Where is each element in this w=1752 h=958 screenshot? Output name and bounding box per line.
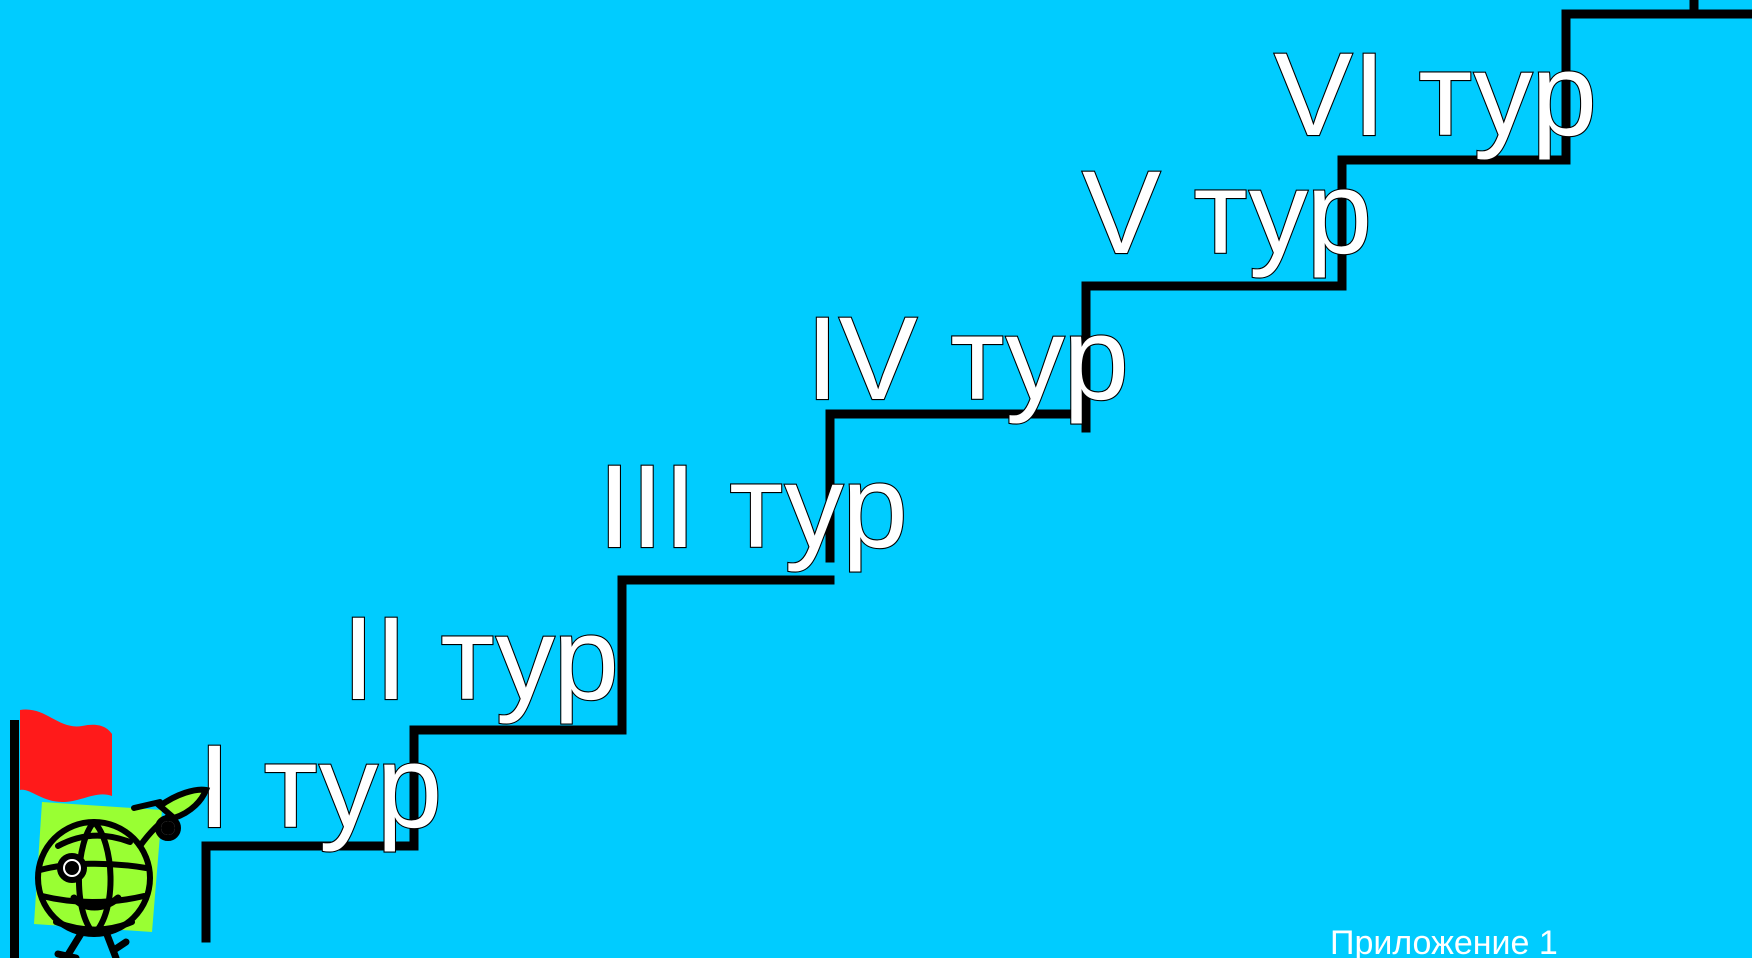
stair-label-3: III тур <box>597 441 909 573</box>
flag-icon <box>10 709 112 958</box>
globe-mascot-icon <box>10 709 211 958</box>
stairs-path-step-5 <box>1081 9 1752 433</box>
globe-arm-icon <box>131 786 211 849</box>
stair-label-4: IV тур <box>805 293 1130 425</box>
globe-legs-icon <box>54 928 130 958</box>
stair-label-5: V тур <box>1081 147 1373 279</box>
stair-label-1: I тур <box>197 721 443 853</box>
stairs-path <box>201 575 835 943</box>
appendix-label: Приложение 1 <box>1330 924 1558 958</box>
globe-head-icon <box>35 819 153 937</box>
stair-label-6: VI тур <box>1273 29 1598 161</box>
stair-label-2: II тур <box>341 593 620 725</box>
